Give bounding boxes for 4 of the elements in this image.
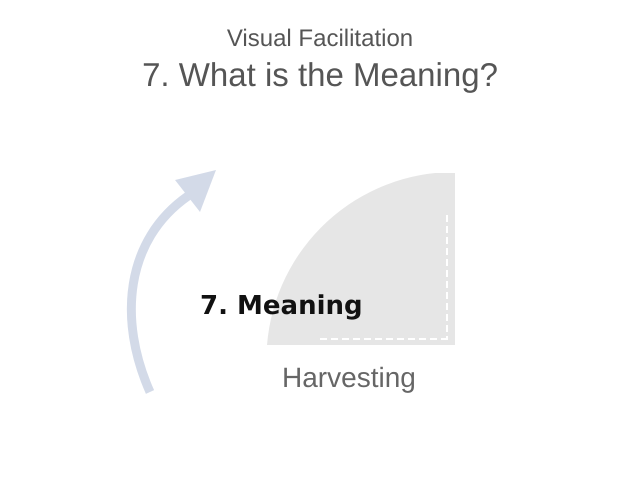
node-label: 7. Meaning <box>200 291 363 321</box>
subtitle: Visual Facilitation <box>226 24 414 54</box>
node-label: Harvesting <box>282 362 416 394</box>
slide-title: 7. What is the Meaning? <box>141 56 499 94</box>
